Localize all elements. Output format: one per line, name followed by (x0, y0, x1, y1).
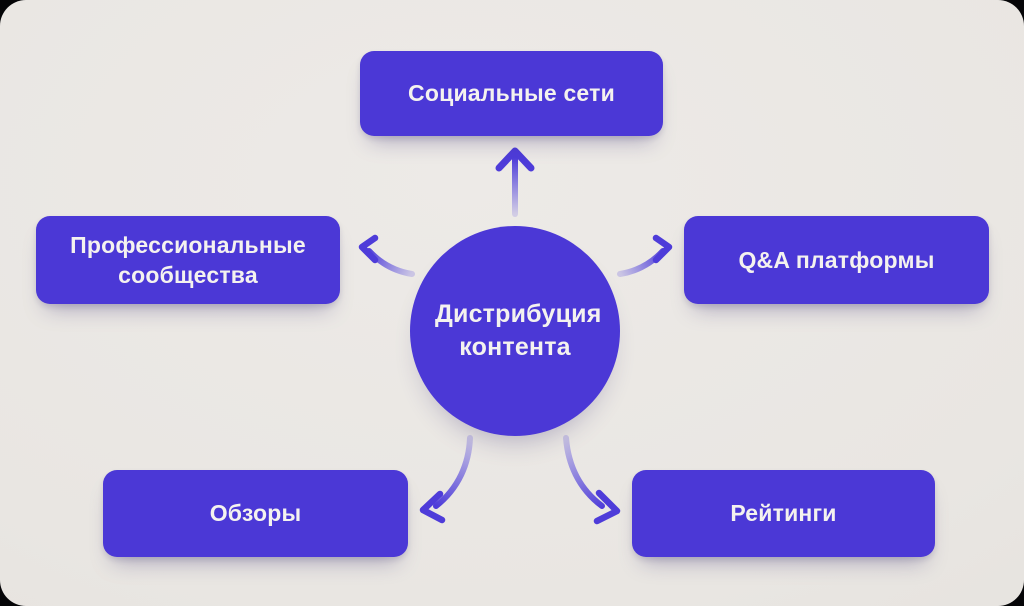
node-label: Профессиональные сообщества (70, 231, 306, 288)
arrow-center-to-qa-platforms (617, 234, 673, 277)
node-ratings: Рейтинги (632, 470, 935, 557)
arrow-center-to-social-networks (495, 147, 535, 217)
node-professional-communities: Профессиональные сообщества (36, 216, 340, 304)
node-reviews: Обзоры (103, 470, 408, 557)
arrow-center-to-reviews (419, 435, 473, 524)
node-qa-platforms: Q&A платформы (684, 216, 989, 304)
node-social-networks: Социальные сети (360, 51, 663, 136)
node-label: Рейтинги (730, 500, 837, 527)
arrow-center-to-ratings (563, 435, 621, 525)
center-node-label: Дистрибуция контента (435, 299, 602, 362)
arrow-center-to-professional-communities (358, 234, 415, 277)
center-node-content-distribution: Дистрибуция контента (410, 226, 620, 436)
node-label: Социальные сети (408, 80, 615, 107)
node-label: Q&A платформы (738, 246, 935, 273)
node-label: Обзоры (209, 500, 302, 527)
